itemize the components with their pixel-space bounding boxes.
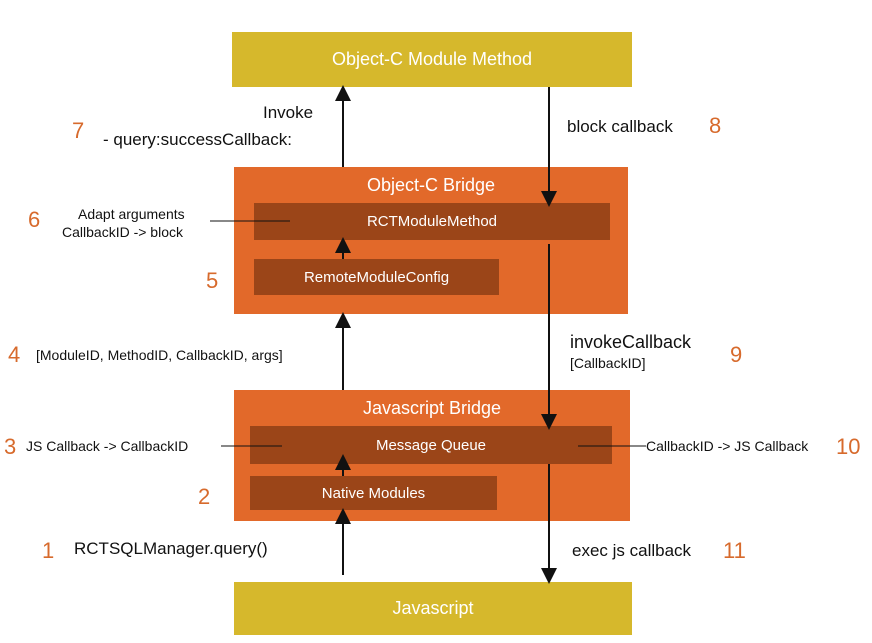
- step-7-label-line2: - query:successCallback:: [103, 130, 292, 149]
- step-8-label: block callback: [567, 117, 673, 136]
- objc-bridge-title: Object-C Bridge: [366, 175, 496, 195]
- objc-module-method-box: Object-C Module Method: [232, 32, 632, 87]
- native-modules-box: Native Modules: [250, 476, 497, 510]
- rct-module-method-box: RCTModuleMethod: [254, 203, 610, 240]
- step-6-label-line2: CallbackID -> block: [62, 224, 183, 240]
- step-9-label-line1: invokeCallback: [570, 332, 692, 352]
- step-11-number: 11: [723, 538, 746, 563]
- step-9-label-line2: [CallbackID]: [570, 355, 646, 371]
- step-4-number: 4: [8, 342, 21, 367]
- step-3-number: 3: [4, 434, 17, 459]
- step-10-label: CallbackID -> JS Callback: [646, 438, 809, 454]
- step-3-label: JS Callback -> CallbackID: [26, 438, 189, 454]
- step-1-number: 1: [42, 538, 55, 563]
- step-1-label: RCTSQLManager.query(): [74, 539, 268, 558]
- step-6-number: 6: [28, 207, 41, 232]
- step-7-label-line1: Invoke: [263, 103, 314, 122]
- javascript-box: Javascript: [234, 582, 632, 635]
- step-10-number: 10: [836, 434, 861, 459]
- message-queue-box: Message Queue: [250, 426, 612, 464]
- js-bridge-title: Javascript Bridge: [362, 398, 502, 418]
- step-6-label-line1: Adapt arguments: [78, 206, 185, 222]
- remote-module-config-box: RemoteModuleConfig: [254, 259, 499, 295]
- step-4-label: [ModuleID, MethodID, CallbackID, args]: [36, 347, 283, 363]
- step-9-number: 9: [730, 342, 743, 367]
- step-5-number: 5: [206, 268, 219, 293]
- step-2-number: 2: [198, 484, 211, 509]
- step-8-number: 8: [709, 113, 722, 138]
- step-7-number: 7: [72, 118, 85, 143]
- step-11-label: exec js callback: [572, 541, 692, 560]
